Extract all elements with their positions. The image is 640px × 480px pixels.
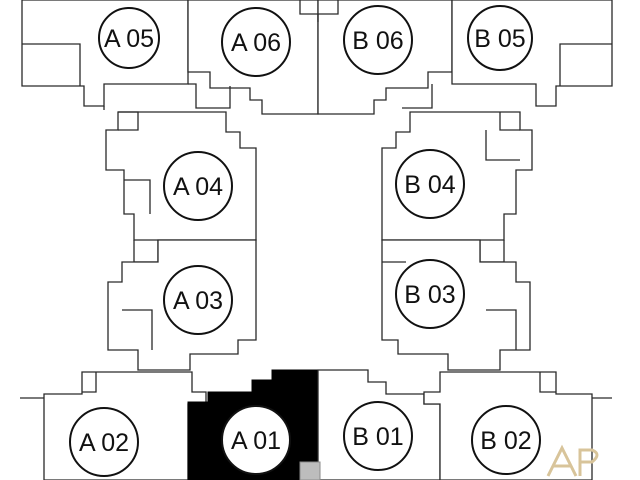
unit-marker-a06[interactable]: A 06 bbox=[221, 7, 291, 77]
unit-marker-b06[interactable]: B 06 bbox=[343, 5, 413, 75]
unit-circle bbox=[98, 7, 160, 69]
unit-circle bbox=[163, 151, 233, 221]
unit-circle bbox=[395, 259, 465, 329]
unit-marker-a05[interactable]: A 05 bbox=[98, 7, 160, 69]
unit-label: A 03 bbox=[173, 287, 223, 315]
unit-marker-b02[interactable]: B 02 bbox=[471, 405, 541, 475]
unit-circle bbox=[221, 405, 291, 475]
unit-marker-a04[interactable]: A 04 bbox=[163, 151, 233, 221]
unit-marker-a01[interactable]: A 01 bbox=[221, 405, 291, 475]
unit-label: A 02 bbox=[79, 429, 129, 457]
unit-circle bbox=[395, 149, 465, 219]
unit-circle bbox=[221, 7, 291, 77]
unit-label: A 05 bbox=[104, 25, 154, 53]
unit-label: B 05 bbox=[474, 25, 525, 53]
unit-circle bbox=[343, 401, 413, 471]
unit-circle bbox=[343, 5, 413, 75]
unit-label: A 04 bbox=[173, 173, 223, 201]
unit-label: A 06 bbox=[231, 29, 281, 57]
unit-label: B 03 bbox=[404, 281, 455, 309]
unit-label: B 01 bbox=[352, 423, 403, 451]
unit-label: B 04 bbox=[404, 171, 456, 199]
stair-core bbox=[299, 461, 321, 480]
unit-markers: A 05 A 06 B 06 B 05 A 04 B 04 A 03 B 03 A 02 A 01… bbox=[69, 5, 541, 477]
unit-circle bbox=[471, 405, 541, 475]
unit-marker-b04[interactable]: B 04 bbox=[395, 149, 465, 219]
unit-marker-a03[interactable]: A 03 bbox=[163, 265, 233, 335]
unit-circle bbox=[163, 265, 233, 335]
unit-circle bbox=[69, 407, 139, 477]
unit-label: A 01 bbox=[231, 427, 281, 455]
unit-marker-b01[interactable]: B 01 bbox=[343, 401, 413, 471]
unit-label: B 06 bbox=[352, 27, 403, 55]
unit-marker-b03[interactable]: B 03 bbox=[395, 259, 465, 329]
watermark-logo bbox=[546, 444, 599, 477]
unit-label: B 02 bbox=[480, 427, 531, 455]
unit-marker-b05[interactable]: B 05 bbox=[467, 5, 533, 71]
unit-circle bbox=[467, 5, 533, 71]
unit-marker-a02[interactable]: A 02 bbox=[69, 407, 139, 477]
